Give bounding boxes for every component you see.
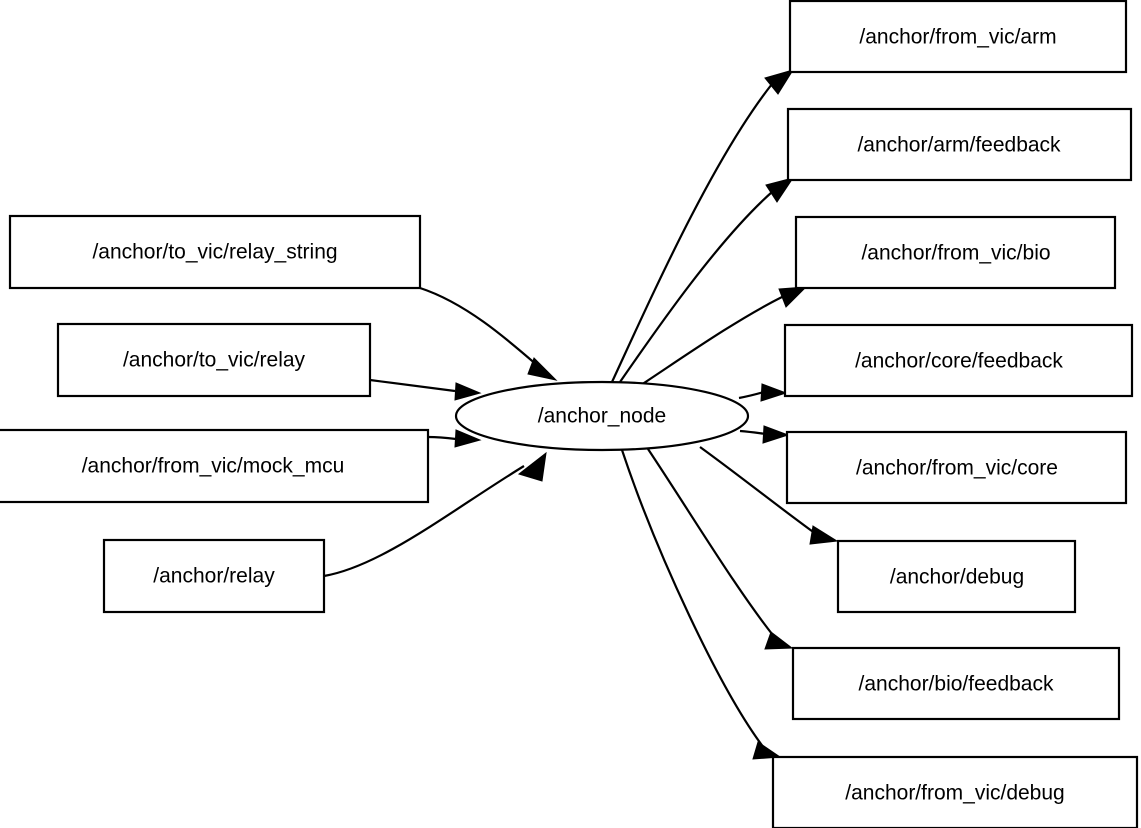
edge-line [419,286,539,367]
edge-to_vic_relay_string-to-anchor_node [419,286,558,381]
node-anchor_node[interactable]: /anchor_node [454,380,750,452]
arrowhead-icon [809,525,839,545]
node-label: /anchor/bio/feedback [859,673,1054,696]
node-label: /anchor/from_vic/arm [859,26,1056,49]
node-debug[interactable]: /anchor/debug [836,539,1077,614]
edge-line [647,448,777,640]
arrowhead-icon [454,382,482,401]
node-label: /anchor/core/feedback [855,350,1063,373]
edge-line [323,465,525,578]
node-from_vic_core[interactable]: /anchor/from_vic/core [785,430,1128,505]
node-rect[interactable] [836,539,1077,614]
edge-line [369,378,456,393]
node-rect[interactable] [791,646,1121,721]
edge-anchor_node-to-bio_feedback [647,448,794,650]
node-to_vic_relay[interactable]: /anchor/to_vic/relay [56,322,372,398]
node-label: /anchor/debug [890,566,1024,589]
node-rect[interactable] [102,538,326,614]
edge-relay-to-anchor_node [323,451,547,578]
node-label: /anchor/from_vic/mock_mcu [82,455,345,478]
edge-group-outgoing [611,69,839,760]
arrowhead-icon [778,286,808,308]
edge-line [620,449,765,749]
arrowhead-icon [764,631,794,650]
edge-anchor_node-to-from_vic_debug [620,449,782,760]
node-label: /anchor/to_vic/relay_string [92,241,337,264]
arrowhead-icon [527,357,558,381]
node-label: /anchor/from_vic/core [856,457,1058,480]
node-label: /anchor/arm/feedback [857,134,1061,157]
node-rect[interactable] [786,107,1133,182]
arrowhead-icon [517,451,547,482]
node-label: /anchor/relay [153,565,275,588]
arrowhead-icon [454,429,482,448]
node-rect[interactable] [788,0,1128,74]
edge-anchor_node-to-arm_feedback [619,177,795,383]
node-from_vic_arm[interactable]: /anchor/from_vic/arm [788,0,1128,74]
node-label: /anchor/from_vic/debug [845,782,1064,805]
edge-anchor_node-to-from_vic_core [739,425,790,444]
node-label: /anchor/from_vic/bio [861,242,1050,265]
node-relay[interactable]: /anchor/relay [102,538,326,614]
node-rect[interactable] [8,214,422,290]
node-rect[interactable] [785,430,1128,505]
publisher-nodes: /anchor/to_vic/relay_string /anchor/to_v… [0,214,430,614]
node-core_feedback[interactable]: /anchor/core/feedback [783,323,1134,398]
edge-anchor_node-to-debug [699,446,839,545]
node-from_vic_mock_mcu[interactable]: /anchor/from_vic/mock_mcu [0,428,430,504]
edge-anchor_node-to-from_vic_bio [640,286,808,386]
edge-line [611,83,773,383]
node-rect[interactable] [56,322,372,398]
node-rect[interactable] [0,428,430,504]
node-label: /anchor_node [538,405,666,428]
node-from_vic_debug[interactable]: /anchor/from_vic/debug [771,755,1139,828]
node-label: /anchor/to_vic/relay [123,349,306,372]
edge-line [739,429,767,436]
node-arm_feedback[interactable]: /anchor/arm/feedback [786,107,1133,182]
edge-line [619,191,773,383]
node-ellipse[interactable] [454,380,750,452]
node-from_vic_bio[interactable]: /anchor/from_vic/bio [794,215,1117,290]
node-rect[interactable] [783,323,1134,398]
edge-anchor_node-to-core_feedback [738,383,788,402]
arrowhead-icon [760,383,788,402]
arrowhead-icon [765,177,795,203]
edge-from_vic_mock_mcu-to-anchor_node [427,429,482,448]
subscriber-nodes: /anchor/from_vic/arm /anchor/arm/feedbac… [771,0,1139,828]
arrowhead-icon [762,425,790,444]
edge-to_vic_relay-to-anchor_node [369,378,482,401]
edge-line [640,296,783,386]
arrowhead-icon [764,69,795,95]
edge-line [738,390,765,400]
node-bio_feedback[interactable]: /anchor/bio/feedback [791,646,1121,721]
edge-group-incoming [323,286,558,578]
node-rect[interactable] [771,755,1139,828]
node-to_vic_relay_string[interactable]: /anchor/to_vic/relay_string [8,214,422,290]
edge-line [699,446,817,535]
edge-line [427,435,457,441]
edge-anchor_node-to-from_vic_arm [611,69,795,383]
arrowhead-icon [752,741,782,760]
node-rect[interactable] [794,215,1117,290]
